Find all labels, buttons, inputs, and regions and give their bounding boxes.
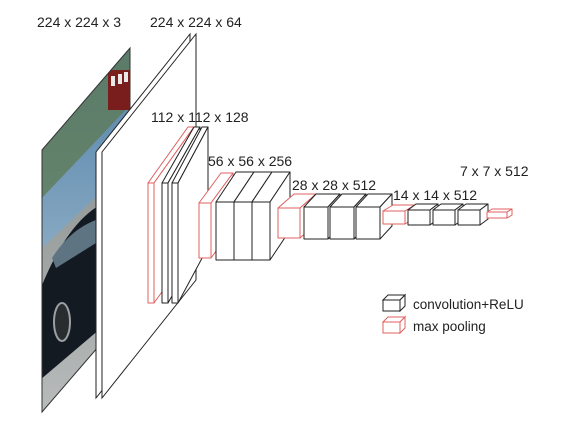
conv-block-4c-front bbox=[355, 206, 381, 240]
pool-block-4-front bbox=[382, 210, 406, 225]
conv-block-4b-front bbox=[329, 206, 355, 240]
conv-block-5c-front bbox=[457, 209, 481, 226]
conv-block-3a-front bbox=[215, 201, 235, 261]
layer-labels: 224 x 224 x 3 224 x 224 x 64 112 x 112 x… bbox=[37, 14, 529, 203]
legend-pool-swatch bbox=[381, 315, 407, 335]
layer-label-pool5: 7 x 7 x 512 bbox=[460, 163, 529, 179]
legend-pool-label: max pooling bbox=[413, 319, 486, 334]
conv-block-3c-front bbox=[251, 201, 271, 261]
pool-block-2-front bbox=[198, 202, 212, 259]
conv-block-5a-front bbox=[407, 209, 431, 226]
conv-block-2b-front bbox=[171, 182, 179, 304]
layer-label-conv2: 112 x 112 x 128 bbox=[151, 109, 249, 125]
layer-label-conv1: 224 x 224 x 64 bbox=[150, 14, 242, 30]
legend-conv-label: convolution+ReLU bbox=[413, 297, 524, 312]
pool-block-5-front bbox=[486, 211, 508, 219]
conv-block-4a-front bbox=[303, 206, 329, 240]
network-blocks bbox=[147, 126, 513, 304]
legend: convolution+ReLU max pooling bbox=[381, 293, 524, 335]
layer-label-input: 224 x 224 x 3 bbox=[37, 14, 121, 30]
pool-block-3-front bbox=[277, 207, 301, 239]
layer-label-conv3: 56 x 56 x 256 bbox=[208, 153, 292, 169]
conv-block-5b-front bbox=[432, 209, 456, 226]
layer-label-conv4: 28 x 28 x 512 bbox=[292, 177, 376, 193]
pool-block-1-front bbox=[147, 182, 155, 304]
conv-block-2a-front bbox=[161, 182, 169, 304]
conv-block-3b-front bbox=[233, 201, 253, 261]
layer-label-conv5: 14 x 14 x 512 bbox=[393, 187, 477, 203]
legend-conv-swatch bbox=[381, 293, 407, 313]
